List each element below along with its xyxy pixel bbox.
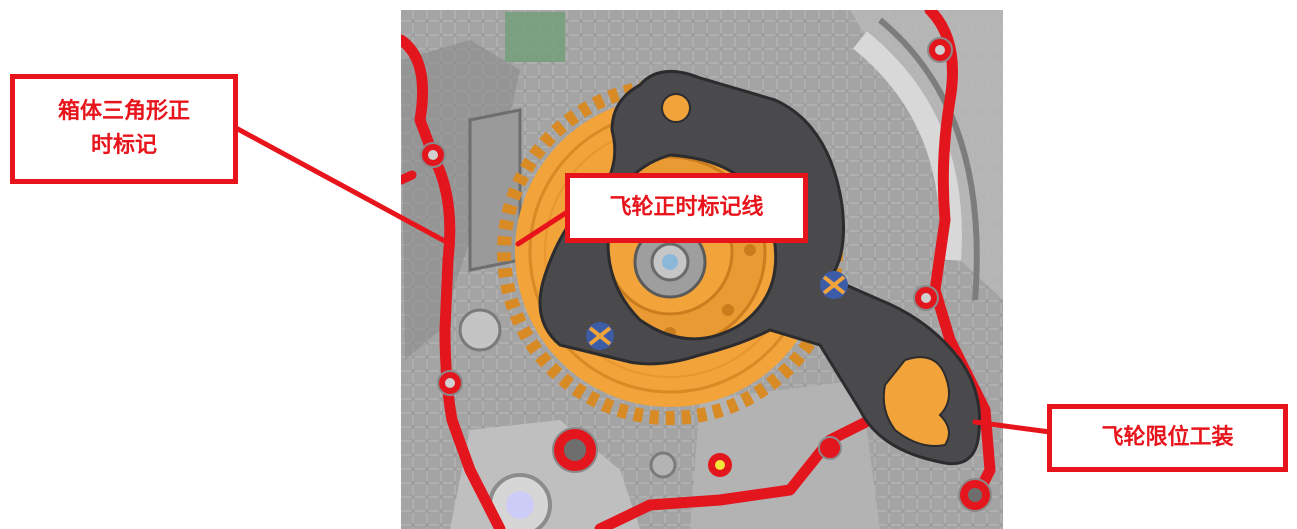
callout-box-flywheel-timing-line: 飞轮正时标记线 bbox=[565, 173, 808, 243]
leader-locking-tool bbox=[972, 419, 1053, 435]
callout-text: 飞轮限位工装 bbox=[1101, 424, 1234, 450]
callout-text-line-2: 时标记 bbox=[90, 133, 157, 158]
callout-box-triangle-marker: 箱体三角形正 时标记 bbox=[10, 74, 238, 184]
tool-bolt-right bbox=[820, 271, 848, 299]
engine-photo bbox=[401, 10, 1003, 529]
callout-text-line-1: 箱体三角形正 bbox=[57, 98, 190, 124]
callout-text: 飞轮正时标记线 bbox=[609, 194, 764, 220]
leader-box-marker bbox=[233, 125, 455, 248]
tool-bolt-left bbox=[586, 322, 614, 350]
callout-box-flywheel-locking-tool: 飞轮限位工装 bbox=[1047, 404, 1288, 472]
